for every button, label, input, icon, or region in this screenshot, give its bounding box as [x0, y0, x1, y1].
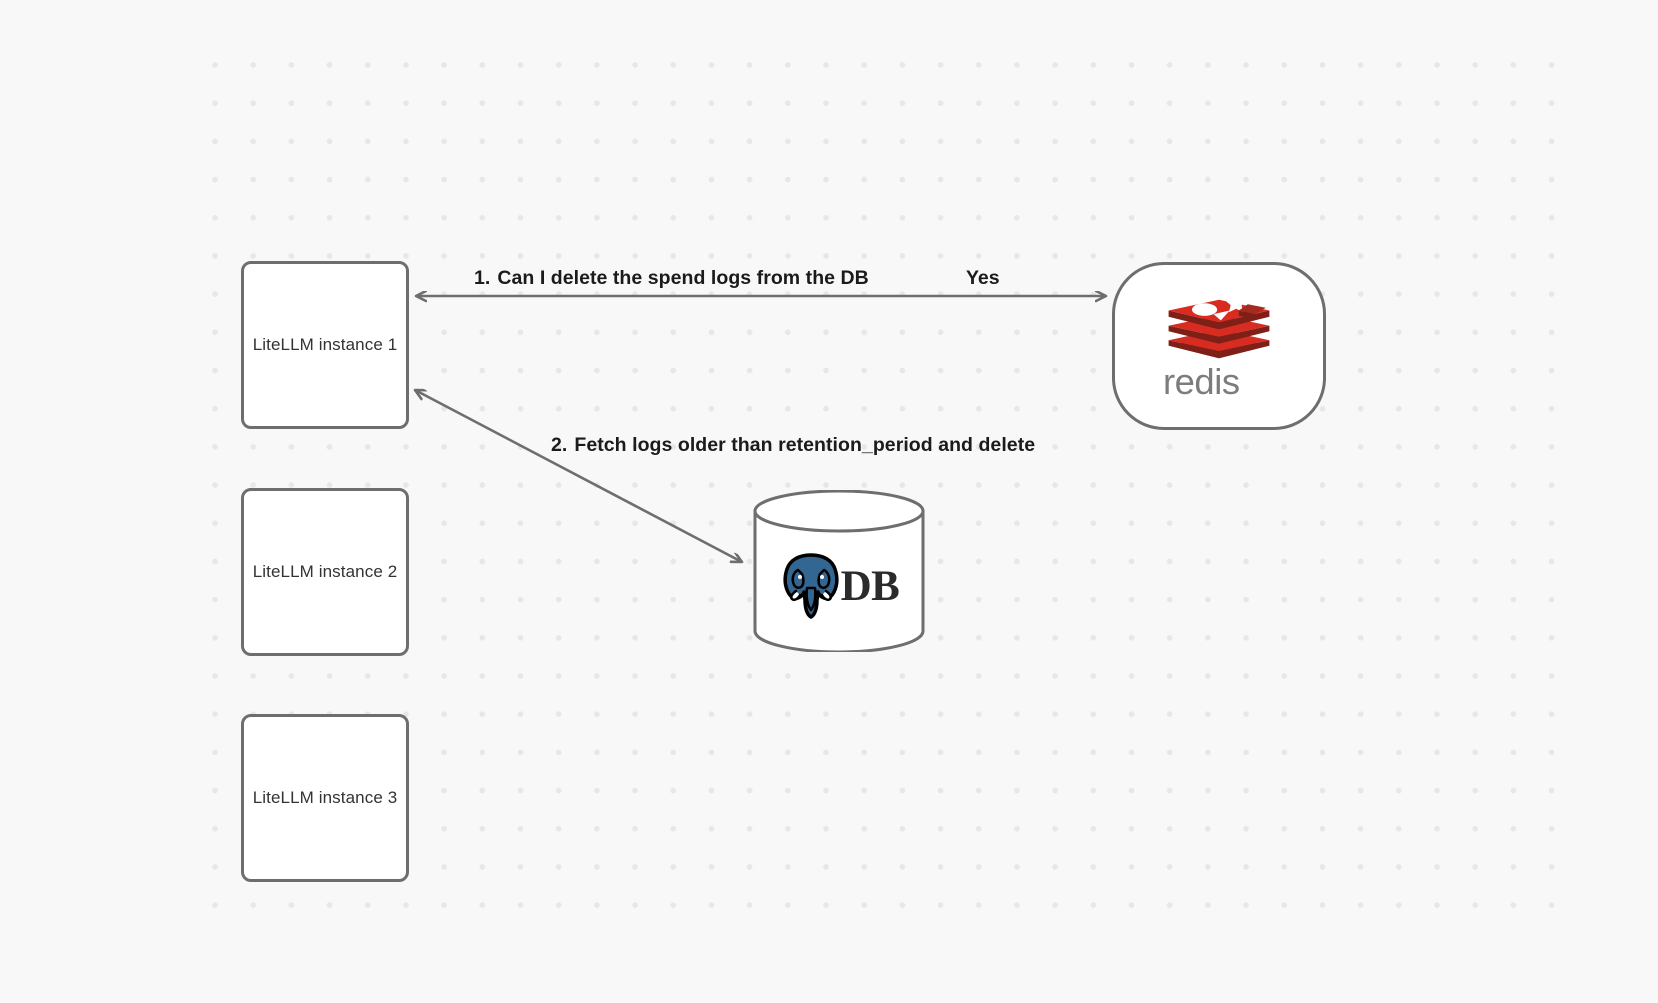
- node-litellm-instance-3-label: LiteLLM instance 3: [252, 788, 398, 807]
- edge-2-text: Fetch logs older than retention_period a…: [574, 434, 1036, 456]
- redis-stack-icon: [1168, 293, 1270, 359]
- node-litellm-instance-1-label: LiteLLM instance 1: [252, 335, 398, 354]
- svg-text:redis: redis: [1163, 361, 1240, 402]
- node-litellm-instance-2-label: LiteLLM instance 2: [252, 562, 398, 581]
- edge-2-step-number: 2.: [551, 434, 568, 456]
- node-litellm-instance-2[interactable]: LiteLLM instance 2: [241, 488, 409, 656]
- edge-2-connector: [415, 390, 742, 562]
- cylinder-shape: [753, 490, 925, 652]
- edge-1-text: Can I delete the spend logs from the DB: [497, 267, 869, 289]
- edge-1-step-number: 1.: [474, 267, 491, 289]
- edge-1-label: 1. Can I delete the spend logs from the D…: [474, 267, 869, 290]
- node-postgres-db[interactable]: DB: [752, 490, 926, 652]
- redis-wordmark-icon: redis: [1163, 361, 1240, 402]
- node-litellm-instance-1[interactable]: LiteLLM instance 1: [241, 261, 409, 429]
- node-redis[interactable]: redis redis: [1112, 262, 1326, 430]
- node-litellm-instance-3[interactable]: LiteLLM instance 3: [241, 714, 409, 882]
- edge-1-reply-label: Yes: [966, 267, 1000, 289]
- redis-logo: redis: [1163, 288, 1275, 404]
- edge-2-label: 2. Fetch logs older than retention_period…: [551, 434, 1035, 457]
